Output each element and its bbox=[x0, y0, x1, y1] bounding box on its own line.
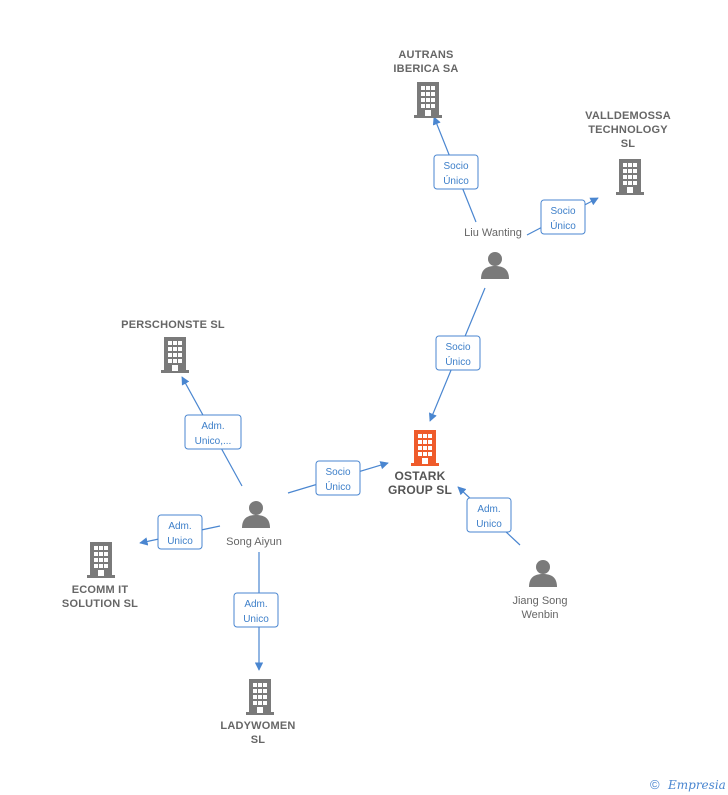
edge-label-text: Adm. bbox=[201, 421, 224, 432]
edge-label-jiang-ostark[interactable]: Adm. Unico bbox=[466, 497, 512, 533]
node-label: VALLDEMOSSA bbox=[585, 110, 671, 122]
edge-label-text: Único bbox=[550, 219, 576, 232]
node-perschonste[interactable]: PERSCHONSTE SL bbox=[121, 319, 225, 373]
node-liu[interactable]: Liu Wanting bbox=[464, 227, 522, 279]
edge-label-text: Único bbox=[445, 355, 471, 368]
brand-logo: Empresia bbox=[667, 778, 726, 792]
node-label: LADYWOMEN bbox=[220, 720, 295, 732]
node-label: Liu Wanting bbox=[464, 227, 522, 239]
person-icon bbox=[481, 252, 509, 279]
building-icon bbox=[87, 542, 115, 578]
edge-label-box bbox=[157, 514, 203, 550]
node-autrans[interactable]: AUTRANS IBERICA SA bbox=[393, 49, 458, 118]
node-label: TECHNOLOGY bbox=[588, 124, 668, 136]
building-icon bbox=[161, 337, 189, 373]
edge-label-text: Unico bbox=[243, 614, 269, 625]
edge-label-text: Adm. bbox=[244, 599, 267, 610]
building-icon bbox=[414, 82, 442, 118]
node-label: SL bbox=[251, 734, 266, 746]
node-label: Wenbin bbox=[521, 609, 558, 621]
edges-layer bbox=[139, 116, 599, 671]
node-label: AUTRANS bbox=[398, 49, 453, 61]
edge-label-box bbox=[466, 497, 512, 533]
edge-labels-layer: SocioÚnicoSocioÚnicoSocioÚnicoAdm.Unico,… bbox=[157, 154, 586, 628]
edge-label-box bbox=[233, 592, 279, 628]
node-label: OSTARK bbox=[395, 469, 446, 483]
node-valldemossa[interactable]: VALLDEMOSSA TECHNOLOGY SL bbox=[585, 110, 671, 195]
building-icon bbox=[246, 679, 274, 715]
node-label: IBERICA SA bbox=[393, 63, 458, 75]
node-label: ECOMM IT bbox=[72, 584, 129, 596]
node-label: PERSCHONSTE SL bbox=[121, 319, 225, 331]
edge-label-box bbox=[435, 335, 481, 371]
edge-label-text: Socio bbox=[445, 342, 470, 353]
edge-label-text: Adm. bbox=[477, 504, 500, 515]
node-label: SL bbox=[621, 138, 636, 150]
edge-label-song-ladywomen[interactable]: Adm. Unico bbox=[233, 592, 279, 628]
node-label: Jiang Song bbox=[512, 595, 567, 607]
edge-label-song-perschonste[interactable]: Adm. Unico,... bbox=[184, 414, 242, 450]
edge-label-text: Socio bbox=[550, 206, 575, 217]
edge-label-box bbox=[540, 199, 586, 235]
edge-label-box bbox=[315, 460, 361, 496]
node-label: SOLUTION SL bbox=[62, 598, 138, 610]
building-icon bbox=[616, 159, 644, 195]
node-song[interactable]: Song Aiyun bbox=[226, 501, 282, 548]
footer-brand[interactable]: © Empresia bbox=[650, 777, 726, 792]
person-icon bbox=[242, 501, 270, 528]
person-icon bbox=[529, 560, 557, 587]
edge-label-text: Socio bbox=[443, 161, 468, 172]
edge-label-text: Unico bbox=[167, 536, 193, 547]
node-label: GROUP SL bbox=[388, 483, 452, 497]
building-icon bbox=[411, 430, 439, 466]
edge-label-text: Único bbox=[443, 174, 469, 187]
node-ecomm[interactable]: ECOMM IT SOLUTION SL bbox=[62, 542, 138, 610]
edge-label-text: Adm. bbox=[168, 521, 191, 532]
edge-label-box bbox=[184, 414, 242, 450]
edge-label-text: Unico bbox=[476, 519, 502, 530]
node-label: Song Aiyun bbox=[226, 536, 282, 548]
copyright-symbol: © bbox=[650, 777, 660, 792]
edge-label-text: Único bbox=[325, 480, 351, 493]
nodes-layer: AUTRANS IBERICA SA VALLDEMOSSA TECHNOLOGY SL… bbox=[62, 49, 671, 746]
edge-label-box bbox=[433, 154, 479, 190]
edge-label-text: Socio bbox=[325, 467, 350, 478]
node-ladywomen[interactable]: LADYWOMEN SL bbox=[220, 679, 295, 746]
edge-label-text: Unico,... bbox=[195, 436, 232, 447]
edge-label-song-ecomm[interactable]: Adm. Unico bbox=[157, 514, 203, 550]
